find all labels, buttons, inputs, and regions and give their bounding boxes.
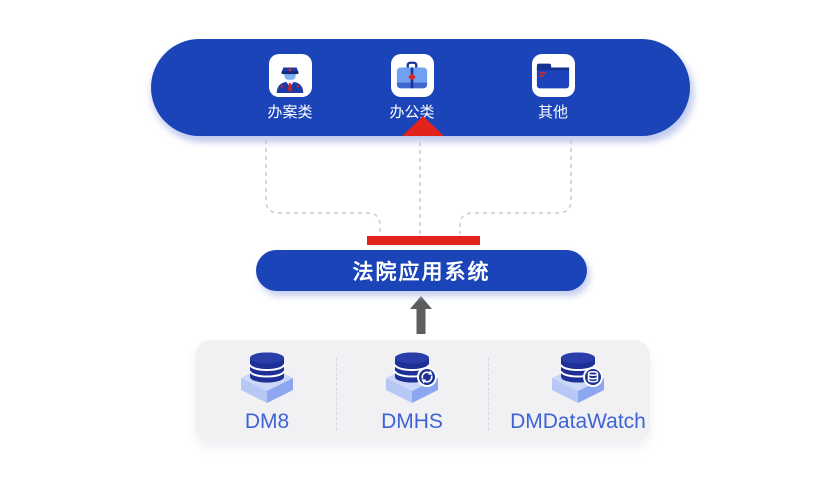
app-category-other: 其他 — [508, 54, 598, 122]
product-dmdatawatch: DMDataWatch — [488, 350, 668, 434]
product-label: DM8 — [244, 410, 290, 433]
red-pointer-triangle — [402, 116, 444, 136]
officer-icon-tile — [268, 54, 312, 97]
system-box-title: 法院应用系统 — [352, 260, 491, 284]
product-label: DMDataWatch — [510, 410, 646, 433]
database-watch-icon — [552, 352, 604, 403]
court-application-system-box: 法院应用系统 — [256, 250, 587, 291]
panel-separator — [336, 358, 337, 430]
app-category-label: 其他 — [537, 104, 568, 121]
briefcase-icon-tile — [390, 54, 434, 97]
briefcase-icon — [396, 61, 428, 88]
app-category-case-handling: 办案类 — [245, 54, 335, 122]
database-icon — [241, 352, 293, 403]
app-category-office: 办公类 — [367, 54, 457, 122]
up-arrow-icon — [410, 296, 432, 334]
red-indicator-bar — [367, 236, 480, 245]
data-products-panel: DM8 DMHS — [195, 340, 650, 443]
officer-icon — [276, 67, 304, 93]
folder-icon — [536, 63, 570, 88]
folder-icon-tile — [531, 54, 575, 97]
product-dm8: DM8 — [212, 350, 322, 434]
panel-separator — [488, 358, 489, 430]
product-dmhs: DMHS — [357, 350, 467, 434]
app-category-label: 办案类 — [267, 104, 313, 121]
product-label: DMHS — [381, 410, 443, 433]
database-sync-icon — [386, 352, 438, 403]
